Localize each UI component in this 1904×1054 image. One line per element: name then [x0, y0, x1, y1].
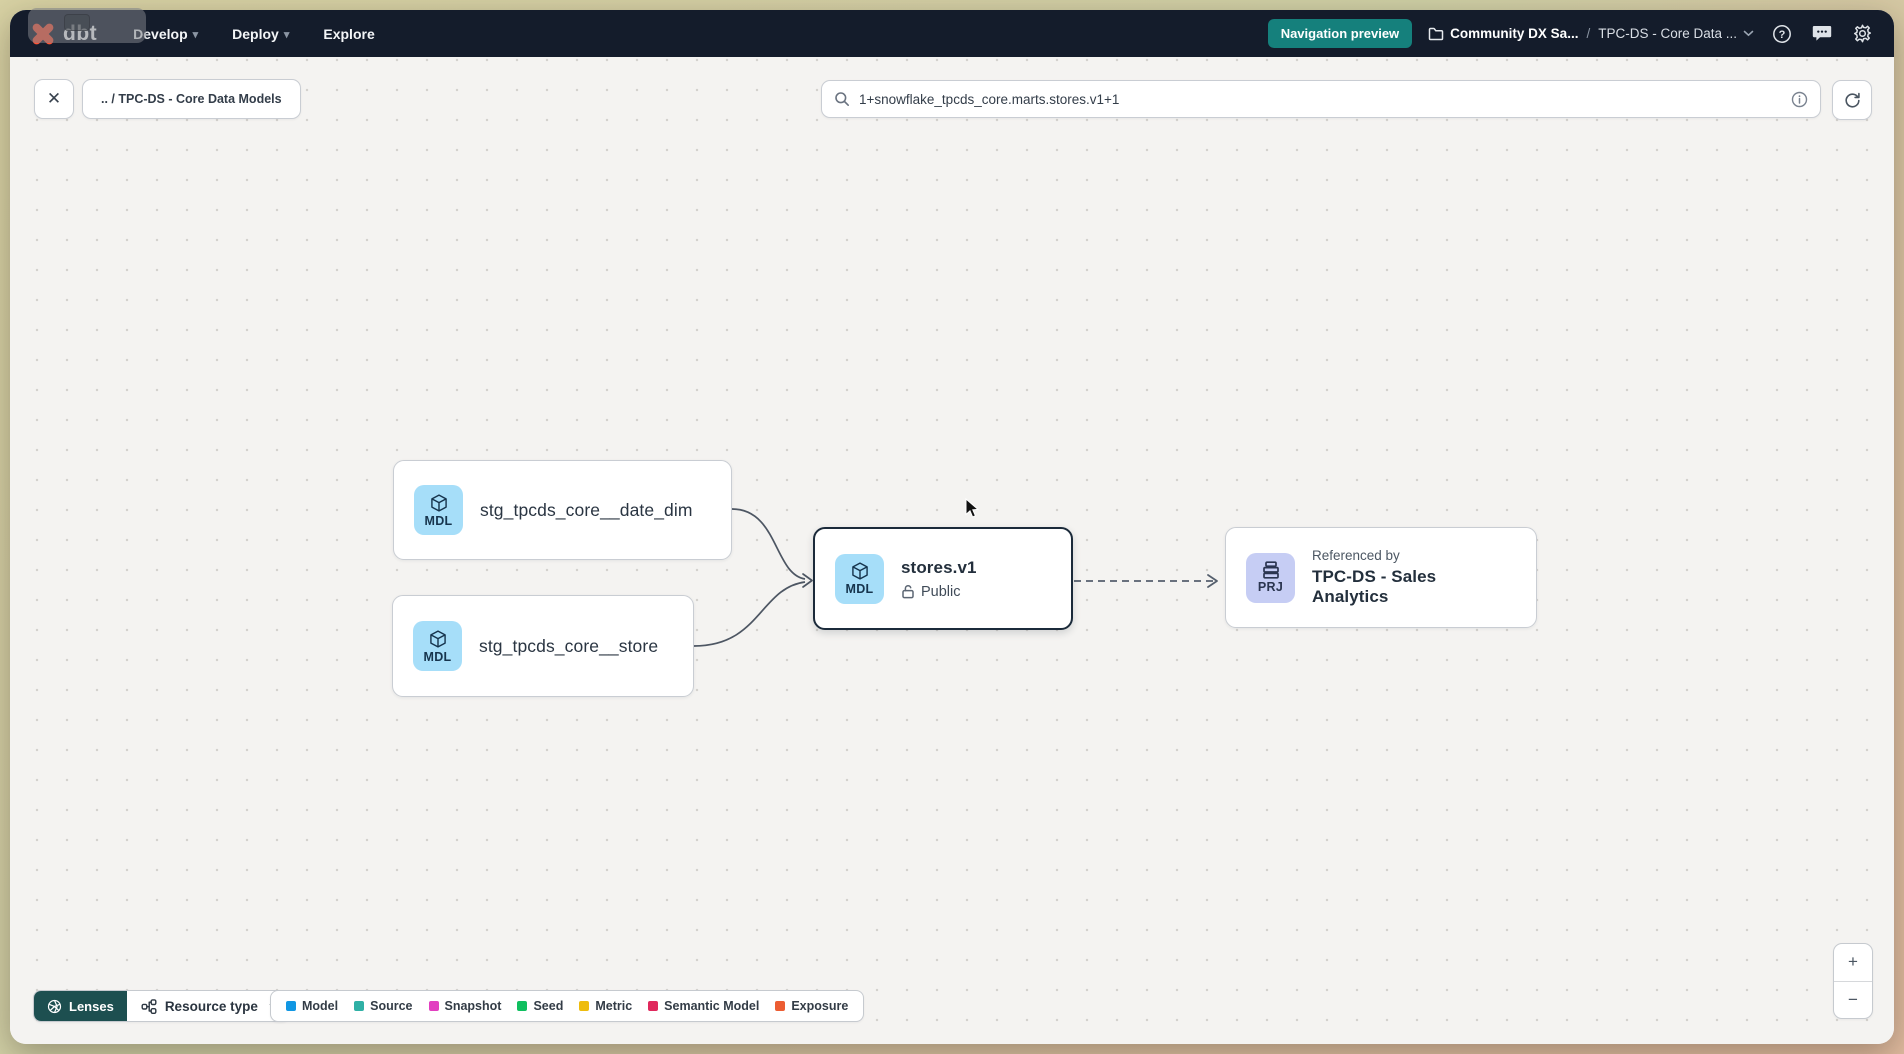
chevron-down-icon — [1743, 30, 1754, 37]
project-badge: PRJ — [1246, 552, 1295, 603]
resource-graph-icon — [141, 998, 157, 1014]
cube-icon — [851, 562, 868, 580]
mouse-cursor — [965, 498, 980, 518]
legend-item: Metric — [579, 999, 632, 1013]
legend: Model Source Snapshot Seed Metric Semantic Mo… — [270, 990, 865, 1022]
legend-label: Seed — [533, 999, 564, 1013]
lineage-path-chip[interactable]: .. / TPC-DS - Core Data Models — [82, 79, 301, 119]
node-stores-v1[interactable]: MDL stores.v1 Public — [813, 527, 1073, 630]
close-lineage-button[interactable]: ✕ — [34, 79, 74, 119]
model-badge: MDL — [413, 621, 462, 671]
archive-stack-icon — [1262, 561, 1279, 579]
main-nav-menu: Develop ▾ Deploy ▾ Explore — [133, 26, 375, 42]
help-button[interactable]: ? — [1770, 22, 1794, 46]
cube-icon — [429, 629, 446, 648]
lineage-selector-input[interactable] — [859, 91, 1782, 107]
legend-swatch-icon — [648, 1001, 659, 1011]
unlock-icon — [902, 585, 914, 599]
node-text-block: stores.v1 Public — [901, 558, 977, 600]
legend-item: Exposure — [775, 999, 848, 1013]
zoom-controls: + − — [1833, 943, 1873, 1019]
navigation-preview-badge[interactable]: Navigation preview — [1267, 19, 1413, 48]
top-navbar: dbt Develop ▾ Deploy ▾ Explore Navigatio… — [10, 10, 1894, 57]
legend-item: Source — [354, 999, 413, 1013]
search-icon — [835, 92, 849, 106]
legend-swatch-icon — [517, 1001, 528, 1011]
node-kicker: Referenced by — [1312, 548, 1400, 563]
node-title: stg_tpcds_core__date_dim — [480, 499, 693, 520]
legend-item: Semantic Model — [648, 999, 759, 1013]
navbar-right-cluster: Navigation preview Community DX Sa... / … — [1267, 19, 1874, 48]
refresh-icon — [1844, 92, 1860, 108]
node-stg-tpcds-core-date-dim[interactable]: MDL stg_tpcds_core__date_dim — [393, 460, 732, 560]
node-text-block: Referenced by TPC-DS - Sales Analytics — [1312, 548, 1516, 607]
info-icon — [1791, 91, 1808, 107]
legend-swatch-icon — [428, 1001, 439, 1011]
resource-type-dropdown[interactable]: Resource type ▾ — [126, 991, 290, 1021]
lineage-search-bar — [821, 80, 1821, 118]
breadcrumb: Community DX Sa... / TPC-DS - Core Data … — [1428, 26, 1754, 41]
nav-item-develop[interactable]: Develop ▾ — [133, 25, 199, 42]
legend-swatch-icon — [286, 1001, 296, 1011]
feedback-button[interactable] — [1810, 22, 1834, 46]
svg-text:?: ? — [1779, 29, 1786, 41]
plus-icon: + — [1848, 952, 1858, 972]
legend-label: Semantic Model — [664, 999, 760, 1013]
chevron-down-icon: ▾ — [192, 29, 199, 41]
legend-swatch-icon — [354, 1001, 365, 1011]
node-title: stg_tpcds_core__store — [479, 635, 659, 656]
legend-label: Model — [302, 999, 339, 1013]
node-stg-tpcds-core-store[interactable]: MDL stg_tpcds_core__store — [392, 595, 694, 697]
node-access-row: Public — [901, 584, 977, 600]
legend-label: Metric — [595, 999, 633, 1013]
model-badge: MDL — [835, 553, 884, 604]
node-access-label: Public — [921, 583, 961, 600]
node-title: TPC-DS - Sales Analytics — [1312, 567, 1437, 606]
lenses-button[interactable]: Lenses — [34, 991, 127, 1021]
lens-aperture-icon — [47, 999, 62, 1013]
screen-share-artifact — [28, 8, 146, 43]
nav-item-explore[interactable]: Explore — [323, 25, 375, 42]
legend-label: Snapshot — [444, 999, 502, 1013]
dbt-app-window: dbt Develop ▾ Deploy ▾ Explore Navigatio… — [10, 10, 1894, 1044]
chat-bubble-icon — [1812, 26, 1832, 41]
breadcrumb-section[interactable]: TPC-DS - Core Data ... — [1598, 26, 1754, 41]
lineage-canvas[interactable]: ✕ .. / TPC-DS - Core Data Models — [10, 57, 1894, 1044]
legend-item: Model — [286, 999, 338, 1013]
settings-button[interactable] — [1850, 22, 1874, 46]
zoom-in-button[interactable]: + — [1834, 944, 1872, 982]
legend-label: Exposure — [791, 999, 849, 1013]
model-badge: MDL — [414, 485, 463, 535]
refresh-lineage-button[interactable] — [1832, 80, 1872, 120]
nav-item-deploy[interactable]: Deploy ▾ — [232, 25, 290, 42]
help-icon: ? — [1773, 24, 1791, 43]
legend-item: Snapshot — [428, 999, 502, 1013]
legend-swatch-icon — [579, 1001, 590, 1011]
gear-icon — [1853, 24, 1871, 43]
legend-item: Seed — [517, 999, 563, 1013]
breadcrumb-project[interactable]: Community DX Sa... — [1428, 26, 1578, 41]
zoom-out-button[interactable]: − — [1834, 982, 1872, 1019]
node-referenced-by-sales-analytics[interactable]: PRJ Referenced by TPC-DS - Sales Analyti… — [1225, 527, 1537, 628]
minus-icon: − — [1848, 989, 1858, 1009]
node-title: stores.v1 — [901, 557, 977, 577]
breadcrumb-separator: / — [1586, 26, 1591, 41]
legend-label: Source — [370, 999, 413, 1013]
folder-icon — [1428, 27, 1444, 40]
window-thumbnail-icon — [64, 14, 90, 31]
cube-icon — [430, 493, 447, 512]
legend-swatch-icon — [775, 1001, 786, 1011]
lenses-control-group: Lenses Resource type ▾ — [33, 990, 291, 1022]
chevron-down-icon: ▾ — [283, 29, 290, 41]
close-icon: ✕ — [46, 89, 62, 108]
